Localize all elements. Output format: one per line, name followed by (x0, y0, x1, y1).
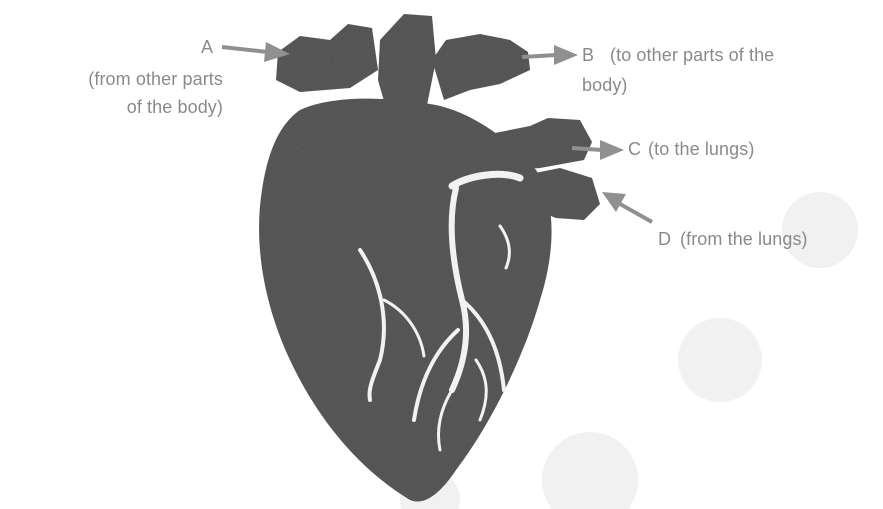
watermark-dot-2 (678, 318, 762, 402)
label-a-letter: A (201, 36, 213, 58)
heart-body (259, 99, 551, 502)
label-c-letter: C (628, 138, 641, 160)
label-d-letter: D (658, 228, 671, 250)
heart-illustration (259, 14, 600, 502)
label-b-desc-line2: body) (582, 74, 628, 96)
label-b-letter: B (582, 44, 594, 66)
vessel-superior-right (432, 34, 530, 100)
arrow-b (522, 45, 578, 65)
vessel-superior-left (276, 24, 378, 92)
label-c-desc: (to the lungs) (648, 138, 754, 160)
label-b-desc-line1: (to other parts of the (610, 44, 774, 66)
label-d-desc: (from the lungs) (680, 228, 808, 250)
label-a-desc-line1: (from other parts (88, 68, 223, 90)
label-a-desc-line2: of the body) (127, 96, 223, 118)
watermark-dot-1 (542, 432, 638, 509)
arrow-d (602, 192, 652, 222)
